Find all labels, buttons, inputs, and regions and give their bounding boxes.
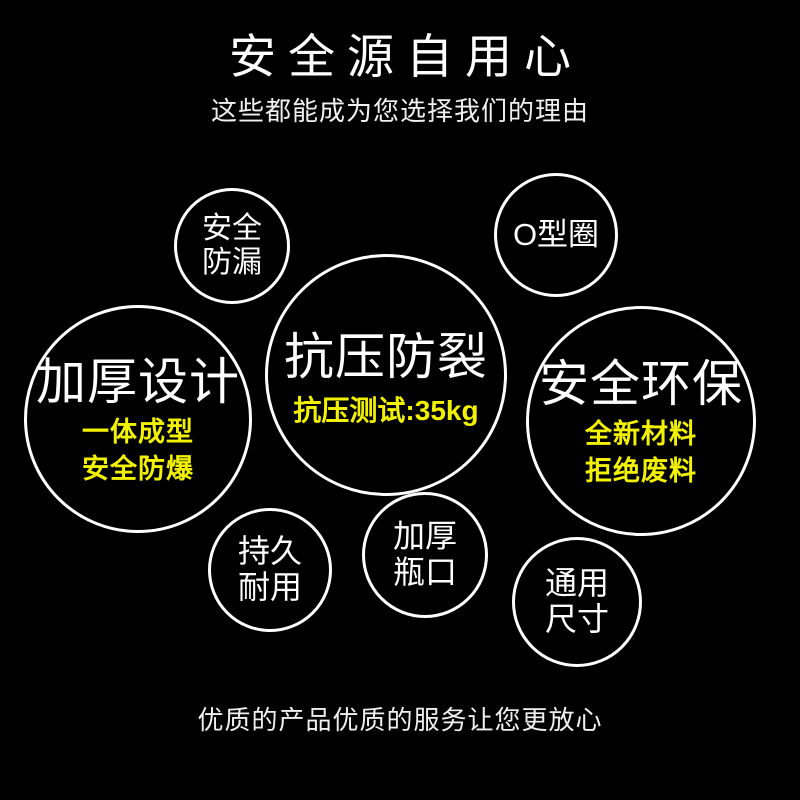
bubble-sub-line: 拒绝废料 bbox=[585, 456, 697, 486]
bubble-sub-line: 一体成型 bbox=[82, 416, 194, 447]
bubble-main-line: 持久 bbox=[237, 533, 302, 570]
bubble-main-line: 耐用 bbox=[237, 569, 302, 605]
feature-bubble-kangyafanglie: 抗压防裂 抗压测试:35kg bbox=[265, 254, 507, 496]
bubble-main-line: 尺寸 bbox=[544, 601, 609, 637]
feature-bubble-anquanhuanbao: 安全环保 全新材料 拒绝废料 bbox=[526, 306, 756, 536]
bubble-sub-line: 安全防爆 bbox=[82, 454, 194, 484]
page-subtitle: 这些都能成为您选择我们的理由 bbox=[210, 95, 589, 126]
feature-bubble-oxingquan: O型圈 bbox=[494, 173, 618, 297]
header: 安全源自用心 这些都能成为您选择我们的理由 bbox=[0, 0, 800, 125]
footer-tagline: 优质的产品优质的服务让您更放心 bbox=[197, 705, 603, 735]
feature-bubble-anquanfanglou: 安全 防漏 bbox=[174, 188, 290, 304]
bubble-main-line: 安全 bbox=[202, 212, 262, 246]
bubble-main-line: 通用 bbox=[544, 565, 609, 602]
feature-bubble-jiahoupingkou: 加厚 瓶口 bbox=[362, 492, 488, 618]
feature-bubble-tongyongchicun: 通用 尺寸 bbox=[512, 537, 642, 667]
bubble-main-line: O型圈 bbox=[512, 216, 600, 252]
bubble-main-line: 加厚设计 bbox=[36, 353, 240, 410]
bubble-main-line: 防漏 bbox=[202, 246, 262, 279]
feature-bubble-chijiunaiyong: 持久 耐用 bbox=[208, 508, 332, 632]
page-title: 安全源自用心 bbox=[229, 30, 583, 83]
bubble-main-line: 安全环保 bbox=[539, 355, 743, 412]
feature-bubble-jiahousheji: 加厚设计 一体成型 安全防爆 bbox=[24, 305, 252, 533]
bubble-main-line: 瓶口 bbox=[392, 554, 457, 590]
bubble-main-line: 加厚 bbox=[392, 518, 457, 555]
bubble-main-line: 抗压防裂 bbox=[284, 329, 488, 386]
bubble-sub-line: 全新材料 bbox=[585, 418, 697, 449]
bubble-sub-line: 抗压测试:35kg bbox=[293, 395, 479, 427]
